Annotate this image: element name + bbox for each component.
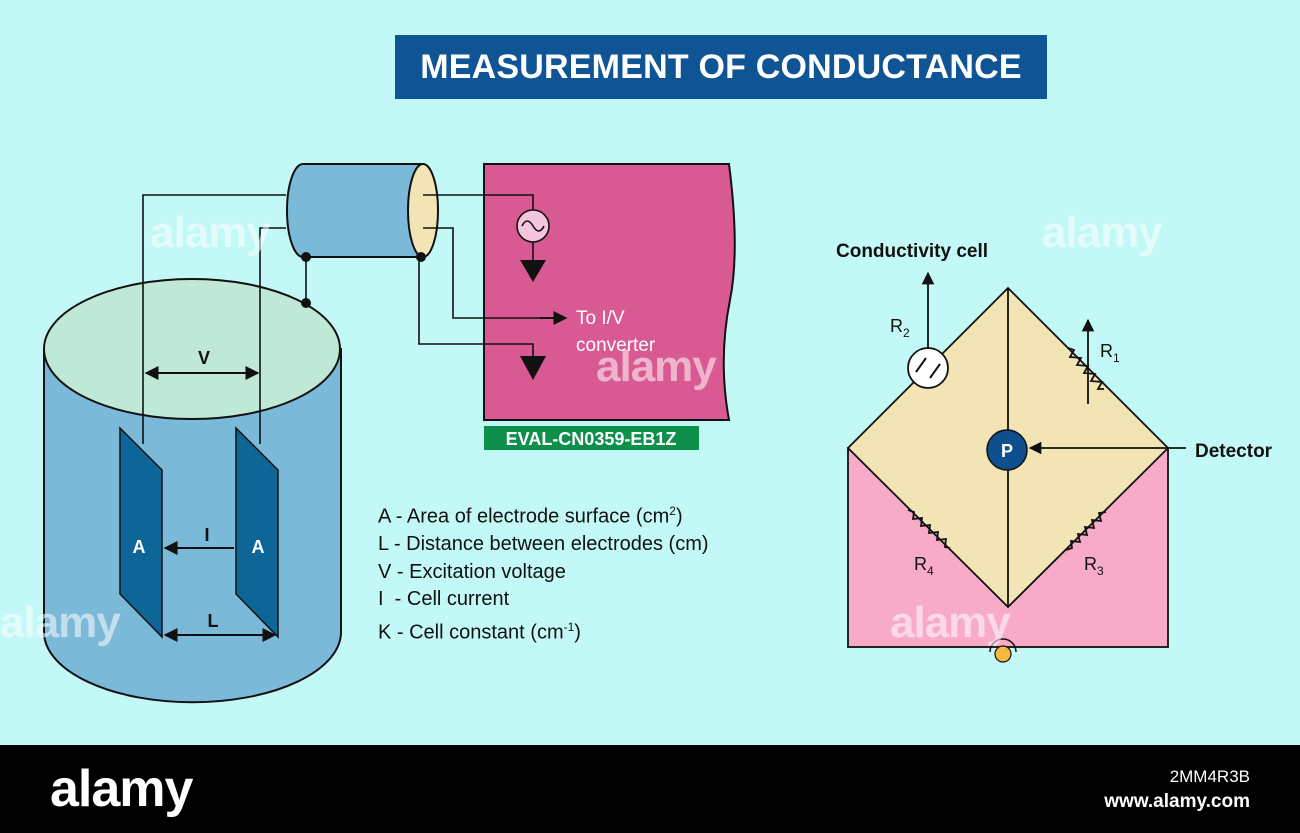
legend-item-voltage: V - Excitation voltage bbox=[378, 560, 566, 583]
r1-label: R1 bbox=[1100, 341, 1120, 365]
conductivity-cell-icon bbox=[907, 347, 949, 389]
detector-label: Detector bbox=[1195, 441, 1273, 462]
length-label: L bbox=[208, 611, 219, 631]
legend-item-current: I - Cell current bbox=[378, 588, 510, 611]
resistor-r1 bbox=[1067, 347, 1104, 390]
site-url: www.alamy.com bbox=[1104, 791, 1250, 812]
legend: A - Area of electrode surface (cm2) L - … bbox=[378, 498, 709, 647]
legend-item-distance: L - Distance between electrodes (cm) bbox=[378, 533, 709, 556]
legend-item-area: A - Area of electrode surface (cm2) bbox=[378, 504, 683, 528]
cable-junction-left bbox=[301, 252, 311, 262]
beaker-top bbox=[43, 278, 341, 420]
resistor-r3 bbox=[1065, 511, 1107, 551]
cable-connector bbox=[286, 163, 439, 258]
r4-label: R4 bbox=[914, 554, 934, 578]
r3-label: R3 bbox=[1084, 554, 1104, 578]
diagram-canvas: MEASUREMENT OF CONDUCTANCE V A A I bbox=[0, 35, 1273, 704]
image-id: 2MM4R3B bbox=[1169, 767, 1250, 786]
signal-wires bbox=[418, 194, 555, 356]
electrode-right-label: A bbox=[252, 537, 265, 557]
detector-symbol: P bbox=[1001, 441, 1013, 461]
watermark: alamy bbox=[890, 598, 1011, 647]
footer-bar: alamy 2MM4R3B www.alamy.com bbox=[0, 745, 1300, 833]
conductivity-cell-label: Conductivity cell bbox=[836, 241, 988, 262]
bottom-terminal-icon bbox=[994, 645, 1012, 663]
current-label: I bbox=[204, 525, 209, 545]
watermark: alamy bbox=[1042, 208, 1163, 257]
to-iv-label-line2: converter bbox=[576, 335, 656, 356]
electrode-left bbox=[119, 426, 163, 639]
eval-board-label: EVAL-CN0359-EB1Z bbox=[506, 429, 677, 449]
watermark: alamy bbox=[596, 342, 717, 391]
resistor-r4 bbox=[907, 509, 951, 549]
watermark: alamy bbox=[0, 598, 121, 647]
electrode-wires bbox=[142, 194, 307, 444]
ground-arrow-top bbox=[520, 260, 546, 282]
page-title: MEASUREMENT OF CONDUCTANCE bbox=[395, 35, 1047, 99]
footer-logo: alamy bbox=[50, 760, 193, 818]
ground-arrow-bottom bbox=[520, 356, 546, 380]
detector-icon bbox=[986, 429, 1028, 471]
legend-item-constant: K - Cell constant (cm-1) bbox=[378, 619, 581, 644]
beaker bbox=[43, 278, 342, 704]
eval-board-label-bg bbox=[484, 426, 699, 450]
to-iv-label-line1: To I/V bbox=[576, 308, 625, 329]
voltage-label: V bbox=[198, 348, 210, 368]
electrode-right bbox=[235, 426, 279, 639]
electrode-left-label: A bbox=[133, 537, 146, 557]
watermark: alamy bbox=[150, 208, 271, 257]
cable-junction-right bbox=[416, 252, 426, 262]
diagram-svg: V A A I L bbox=[43, 163, 1273, 704]
wheatstone-bridge bbox=[846, 271, 1186, 663]
junction-dot bbox=[301, 298, 311, 308]
r2-label: R2 bbox=[890, 316, 910, 340]
